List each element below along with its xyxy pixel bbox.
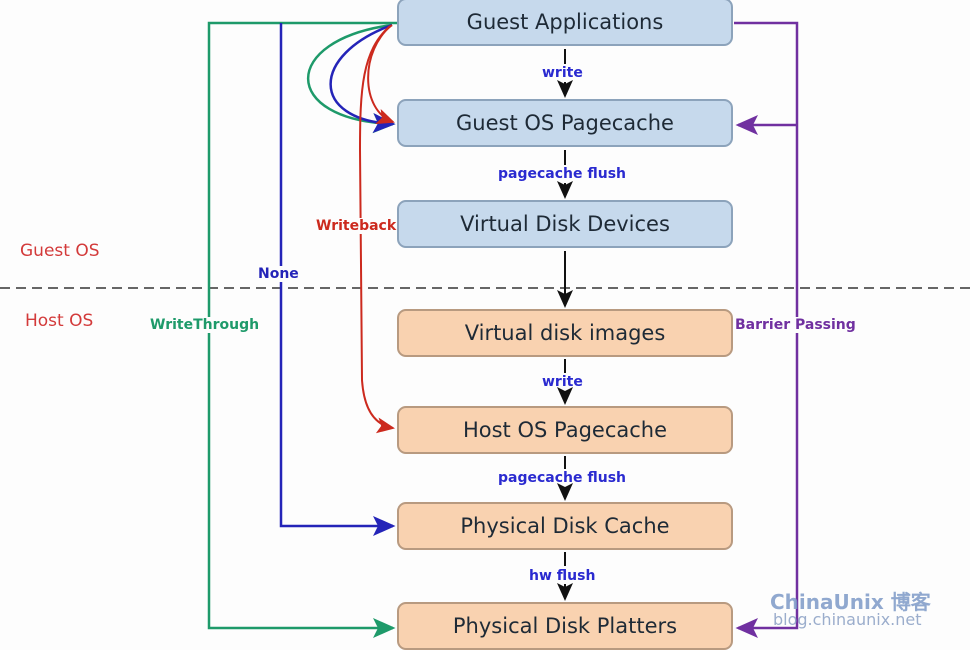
box-label: Physical Disk Cache <box>460 514 670 538</box>
box-guest-os-pagecache: Guest OS Pagecache <box>397 99 733 147</box>
mode-label-writethrough: WriteThrough <box>150 317 260 333</box>
watermark-brand: ChinaUnix 博客 <box>770 590 931 614</box>
box-label: Virtual disk images <box>464 321 666 345</box>
box-label: Host OS Pagecache <box>462 418 668 442</box>
writeback-path <box>358 25 395 434</box>
flow-label-hw-flush: hw flush <box>529 568 596 584</box>
box-label: Virtual Disk Devices <box>460 212 670 236</box>
none-path <box>279 23 396 536</box>
region-label-guest-os: Guest OS <box>20 241 100 261</box>
mode-label-none: None <box>258 266 299 282</box>
flow-label-write: write <box>542 65 583 81</box>
box-label: Guest OS Pagecache <box>456 111 674 135</box>
flow-label-write: write <box>542 374 583 390</box>
writethrough-curve <box>306 23 396 134</box>
flow-label-pagecache-flush: pagecache flush <box>498 470 627 486</box>
none-curve <box>329 23 396 134</box>
mode-label-barrier-passing: Barrier Passing <box>735 317 856 333</box>
box-virtual-disk-images: Virtual disk images <box>397 309 733 357</box>
box-guest-applications: Guest Applications <box>397 0 733 46</box>
box-label: Guest Applications <box>466 10 664 34</box>
writeback-curve <box>367 24 395 125</box>
box-label: Physical Disk Platters <box>452 614 678 638</box>
flow-label-pagecache-flush: pagecache flush <box>498 166 627 182</box>
box-physical-disk-platters: Physical Disk Platters <box>397 602 733 650</box>
box-host-os-pagecache: Host OS Pagecache <box>397 406 733 454</box>
region-label-host-os: Host OS <box>25 311 94 331</box>
mode-label-writeback: Writeback <box>316 218 397 234</box>
watermark-url: blog.chinaunix.net <box>773 610 922 629</box>
box-virtual-disk-devices: Virtual Disk Devices <box>397 200 733 248</box>
box-physical-disk-cache: Physical Disk Cache <box>397 502 733 550</box>
